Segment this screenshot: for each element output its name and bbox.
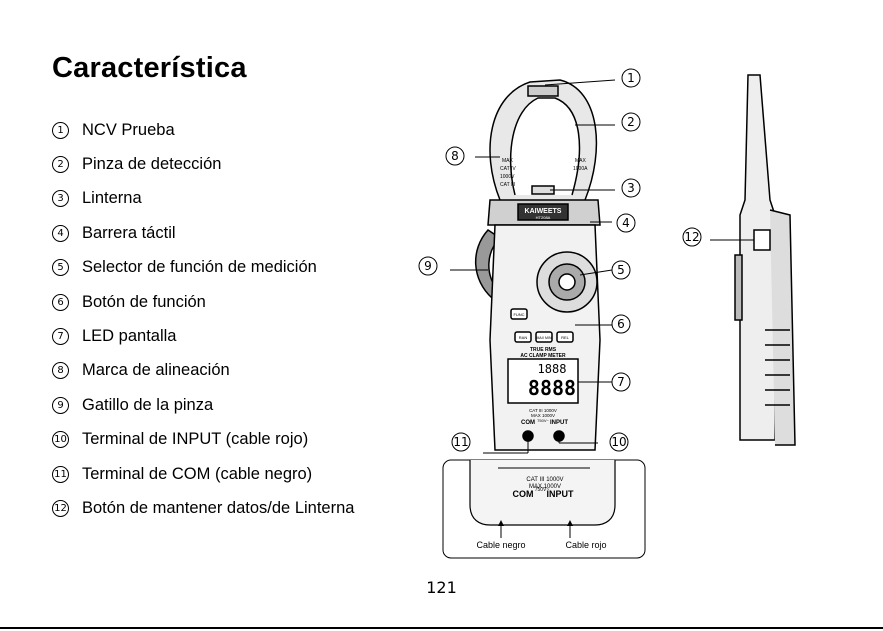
- jaw-mark-right-2: 1000A: [573, 166, 588, 172]
- feature-label: Botón de mantener datos/de Linterna: [82, 498, 355, 517]
- leader-lines: [450, 79, 754, 454]
- feature-number: 9: [52, 396, 69, 414]
- callout-5: 5: [617, 263, 625, 277]
- jaw-mark-left-3: 1000V: [500, 174, 515, 180]
- input-terminal: [553, 430, 565, 442]
- feature-number: 7: [52, 328, 69, 346]
- feature-number: 12: [52, 499, 69, 517]
- lcd-digits: 8888: [528, 376, 576, 400]
- ac-clamp-label: AC CLAMP METER: [520, 353, 566, 359]
- lcd-display: [507, 358, 579, 404]
- callout-6: 6: [617, 317, 625, 331]
- feature-item: 11 Terminal de COM (cable negro): [52, 457, 354, 491]
- callout-3: 3: [627, 181, 635, 195]
- feature-item: 6 Botón de función: [52, 285, 354, 319]
- feature-label: Gatillo de la pinza: [82, 395, 214, 414]
- feature-label: LED pantalla: [82, 327, 177, 346]
- callout-9: 9: [424, 259, 432, 273]
- feature-item: 8 Marca de alineación: [52, 354, 354, 388]
- range-button-label: RAN: [519, 335, 528, 340]
- com-terminal: [522, 430, 534, 442]
- callout-12: 12: [684, 230, 699, 244]
- clamp-meter-front: MAX CAT IV 1000V CAT III MAX 1000A KAIWE…: [475, 79, 601, 451]
- feature-number: 8: [52, 362, 69, 380]
- feature-label: Terminal de INPUT (cable rojo): [82, 430, 309, 449]
- true-rms-label: TRUE RMS: [530, 347, 557, 353]
- max-rating: MAX 1000V: [531, 413, 555, 418]
- inset-com-label: COM: [513, 489, 534, 499]
- terminal-inset: CAT III 1000V MAX 1000V COM 750V~ INPUT …: [442, 459, 646, 559]
- callout-7: 7: [617, 375, 625, 389]
- feature-number: 3: [52, 190, 69, 208]
- feature-label: Pinza de detección: [82, 155, 222, 174]
- model-name: HT208A: [536, 215, 551, 220]
- callout-2: 2: [627, 115, 635, 129]
- feature-number: 2: [52, 156, 69, 174]
- jaw-mark-left-1: MAX: [502, 158, 514, 164]
- callout-10: 10: [611, 435, 626, 449]
- feature-label: Botón de función: [82, 292, 206, 311]
- feature-label: Terminal de COM (cable negro): [82, 464, 313, 483]
- feature-number: 4: [52, 224, 69, 242]
- feature-item: 2 Pinza de detección: [52, 147, 354, 181]
- feature-label: Marca de alineación: [82, 361, 230, 380]
- callout-numbers: 1 2 3 4 5 6 7 8 9 10 11 12: [418, 68, 702, 452]
- brand-name: KAIWEETS: [525, 208, 562, 215]
- feature-item: 10 Terminal de INPUT (cable rojo): [52, 423, 354, 457]
- callout-4: 4: [622, 216, 630, 230]
- clamp-meter-side: [734, 74, 796, 446]
- feature-item: 9 Gatillo de la pinza: [52, 388, 354, 422]
- feature-number: 1: [52, 121, 69, 139]
- callout-8: 8: [451, 149, 459, 163]
- maxmin-button-label: MAX MIN: [537, 336, 552, 340]
- feature-number: 5: [52, 259, 69, 277]
- page-number: 121: [426, 578, 457, 597]
- rel-button: [556, 331, 574, 343]
- hold-button-side: [753, 229, 771, 251]
- range-button: [514, 331, 532, 343]
- cable-red-label: Cable rojo: [565, 540, 606, 550]
- footer-rule: [0, 627, 883, 629]
- inset-input-label: INPUT: [547, 489, 575, 499]
- jaw-mark-left-4: CAT III: [500, 182, 515, 188]
- inset-cat-rating: CAT III 1000V: [526, 477, 563, 483]
- page-title: Característica: [52, 52, 247, 84]
- feature-number: 10: [52, 431, 69, 449]
- feature-item: 3 Linterna: [52, 182, 354, 216]
- feature-item: 5 Selector de función de medición: [52, 251, 354, 285]
- cable-black-label: Cable negro: [476, 540, 525, 550]
- inset-voltage-label: 750V~: [535, 487, 550, 493]
- lcd-top-digits: 1888: [538, 362, 567, 376]
- feature-item: 1 NCV Prueba: [52, 113, 354, 147]
- rel-button-label: REL: [561, 335, 570, 340]
- feature-number: 11: [52, 465, 69, 483]
- feature-item: 7 LED pantalla: [52, 319, 354, 353]
- brand-plate: [517, 203, 569, 221]
- feature-label: NCV Prueba: [82, 120, 175, 139]
- feature-number: 6: [52, 293, 69, 311]
- func-button: [510, 308, 528, 320]
- func-button-label: FUNC: [513, 312, 524, 317]
- inset-max-rating: MAX 1000V: [529, 484, 561, 490]
- feature-item: 12 Botón de mantener datos/de Linterna: [52, 491, 354, 525]
- feature-list: 1 NCV Prueba 2 Pinza de detección 3 Lintern…: [52, 113, 354, 526]
- callout-11: 11: [453, 435, 468, 449]
- input-label: INPUT: [550, 420, 568, 426]
- feature-label: Barrera táctil: [82, 223, 176, 242]
- feature-label: Linterna: [82, 189, 142, 208]
- jaw-mark-left-2: CAT IV: [500, 166, 516, 172]
- com-label: COM: [521, 420, 535, 426]
- callout-1: 1: [627, 71, 635, 85]
- feature-item: 4 Barrera táctil: [52, 216, 354, 250]
- cat-rating: CAT III 1000V: [529, 408, 557, 413]
- voltage-label: 750V~: [537, 418, 549, 423]
- ncv-sensor: [527, 85, 559, 97]
- maxmin-button: [535, 331, 553, 343]
- feature-label: Selector de función de medición: [82, 258, 317, 277]
- jaw-mark-right-1: MAX: [575, 158, 587, 164]
